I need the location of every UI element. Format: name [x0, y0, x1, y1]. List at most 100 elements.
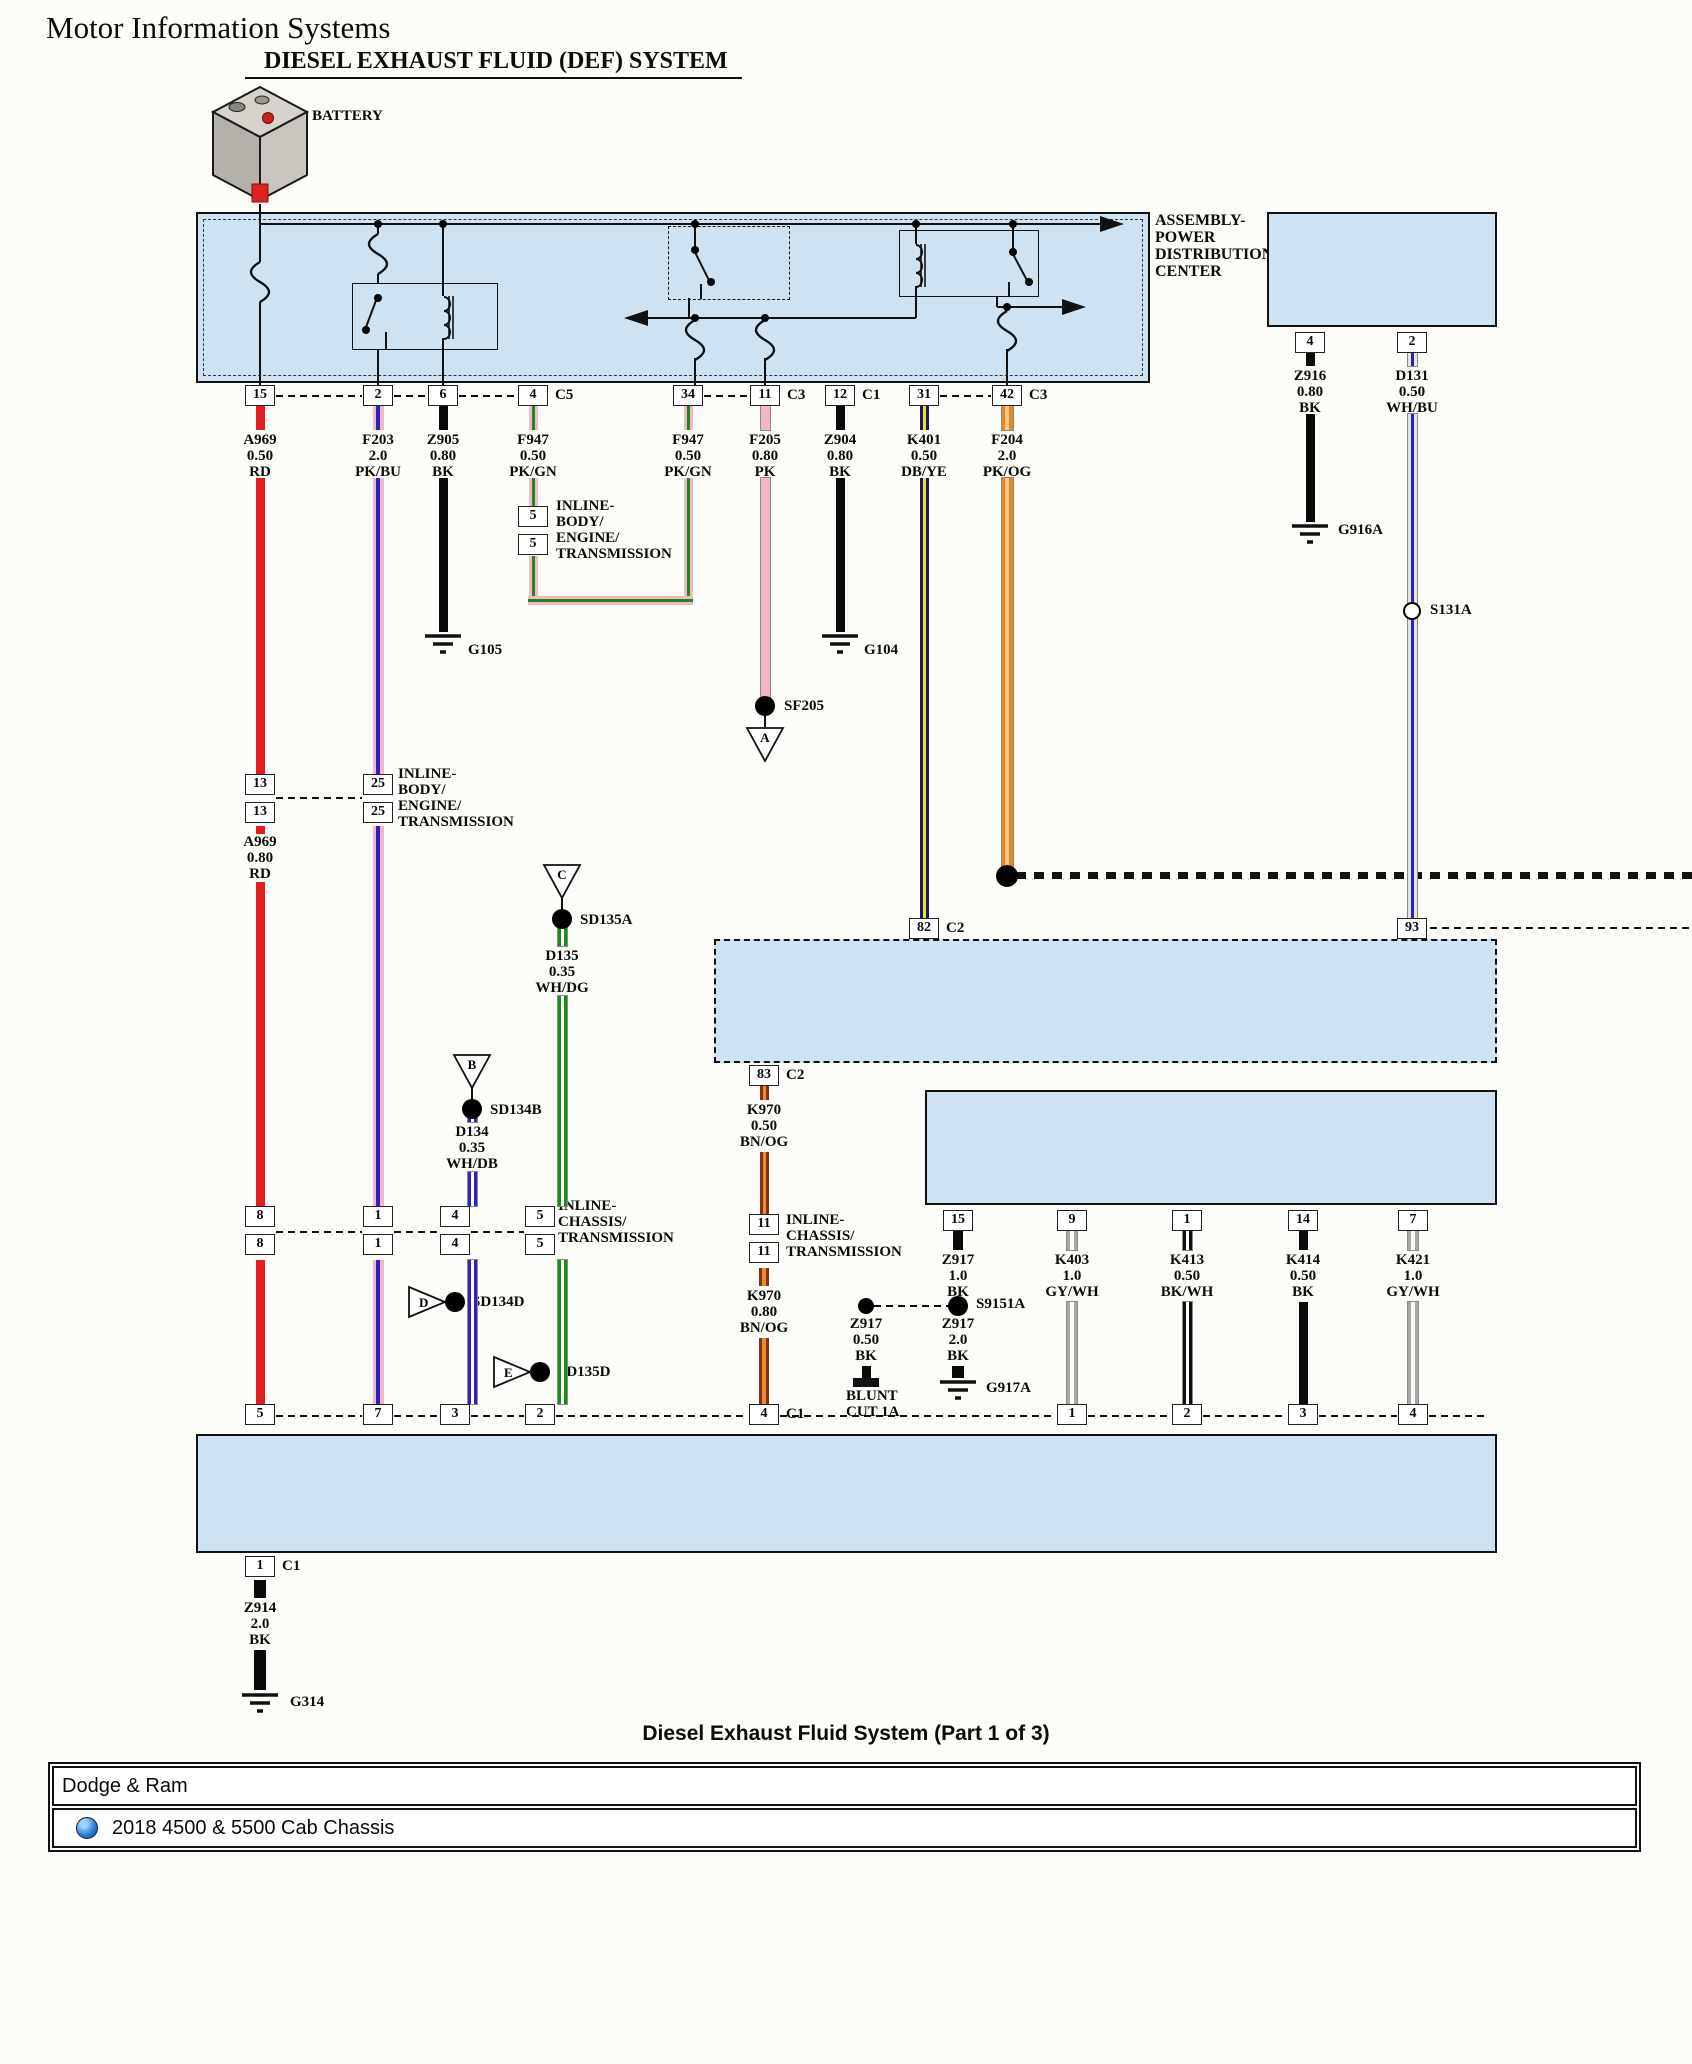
svg-text:D: D — [419, 1295, 428, 1310]
power-distribution-center-box — [196, 212, 1150, 383]
fuse-75-symbol — [684, 318, 706, 362]
g917a-label: G917A — [986, 1380, 1031, 1396]
wire-k970 — [759, 1338, 769, 1404]
wire-a969 — [255, 826, 265, 834]
connector-line — [688, 298, 691, 318]
pin-4: 4 — [440, 1206, 470, 1227]
pin-4: 4 — [518, 385, 548, 406]
pin-93: 93 — [1397, 918, 1427, 939]
wire-k403 — [1067, 1231, 1077, 1250]
connector-dash-line — [940, 395, 991, 397]
wire-k413 — [1182, 1231, 1192, 1250]
connector-line — [377, 224, 380, 234]
connector-line — [561, 898, 564, 911]
connector-line — [377, 274, 380, 283]
relay-scr-heater-coil — [443, 296, 454, 340]
wire-k403 — [1067, 1302, 1077, 1404]
f204-splice — [996, 865, 1018, 887]
junction-dot — [691, 314, 699, 322]
connector-line — [1006, 349, 1009, 385]
wire-label-f203: F203 2.0 PK/BU — [355, 432, 401, 480]
pin-3: 3 — [440, 1404, 470, 1425]
footer-make-text: Dodge & Ram — [62, 1774, 188, 1797]
junction-dot — [1009, 220, 1017, 228]
wire-d131 — [1407, 353, 1417, 366]
arrow-left-bus — [624, 310, 648, 326]
junction-dot — [374, 294, 382, 302]
wire-z904 — [835, 404, 845, 430]
pin-connector-C1: C1 — [786, 1406, 805, 1422]
wire-z917-stub — [861, 1366, 871, 1378]
connector-dash-line — [1203, 1415, 1287, 1417]
connector-line — [996, 296, 999, 307]
wire-z917 — [953, 1231, 963, 1250]
wire-k401 — [919, 478, 929, 918]
wire-k970 — [759, 1086, 769, 1100]
g314-label: G314 — [290, 1694, 325, 1710]
pin-6: 6 — [428, 385, 458, 406]
pin-connector-C2: C2 — [786, 1067, 805, 1083]
arrow-right-bus — [1100, 216, 1124, 232]
footer-row-make[interactable]: Dodge & Ram — [52, 1766, 1637, 1806]
pin-1: 1 — [363, 1206, 393, 1227]
triangle-c: C — [542, 864, 582, 900]
scr-relay1-control-box — [714, 939, 1497, 1063]
pin-connector-C3: C3 — [1029, 387, 1048, 403]
wire-label-k970a: K970 0.50 BN/OG — [739, 1102, 789, 1150]
pin-7: 7 — [363, 1404, 393, 1425]
wire-f947 — [528, 478, 538, 506]
connector-line — [385, 332, 388, 349]
z917-splice — [858, 1298, 874, 1314]
sd134b-label: SD134B — [490, 1102, 542, 1118]
footer-panel: Dodge & Ram 2018 4500 & 5500 Cab Chassis — [48, 1762, 1641, 1852]
wire-f204 — [1001, 404, 1013, 430]
connector-dash-line — [874, 1305, 950, 1307]
wire-label-a969b: A969 0.80 RD — [243, 834, 277, 882]
pin-connector-C1: C1 — [862, 387, 881, 403]
junction-dot — [761, 314, 769, 322]
wire-d135 — [557, 1260, 567, 1404]
triangle-d: D — [408, 1285, 448, 1319]
connector-dash-line — [1429, 1415, 1488, 1417]
wire-label-f205: F205 0.80 PK — [749, 432, 781, 480]
pin-3: 3 — [1288, 1404, 1318, 1425]
junction-dot — [1003, 303, 1011, 311]
connector-line — [1012, 224, 1015, 252]
pin-34: 34 — [673, 385, 703, 406]
junction-dot — [691, 246, 699, 254]
wire-d134 — [467, 1116, 477, 1122]
wire-a969 — [255, 1260, 265, 1404]
wire-f947 — [528, 404, 538, 430]
g314-ground-symbol — [242, 1693, 278, 1713]
wire-d135 — [557, 996, 567, 1206]
wire-label-k403: K403 1.0 GY/WH — [1045, 1252, 1099, 1300]
connector-line — [700, 284, 703, 299]
fuse-61-symbol — [754, 318, 776, 362]
pin-11: 11 — [749, 1242, 779, 1263]
wire-z905 — [438, 404, 448, 430]
pin-13: 13 — [245, 802, 275, 823]
junction-dot — [1009, 248, 1017, 256]
wire-d134 — [467, 1260, 477, 1404]
pin-2: 2 — [1172, 1404, 1202, 1425]
pin-8: 8 — [245, 1206, 275, 1227]
connector-dash-line — [276, 797, 362, 799]
svg-text:C: C — [557, 867, 566, 882]
svg-text:E: E — [504, 1365, 513, 1380]
pin-4: 4 — [1398, 1404, 1428, 1425]
wire-f947 — [528, 556, 538, 605]
connector-dash-line — [459, 395, 517, 397]
wire-k970 — [759, 1152, 769, 1214]
connector-line — [764, 358, 767, 385]
triangle-a: A — [745, 727, 785, 763]
urea-sensor-box — [925, 1090, 1497, 1205]
connector-dash-line — [1088, 1415, 1171, 1417]
fuse-08-symbol — [996, 309, 1018, 353]
connector-dash-line — [394, 1415, 439, 1417]
pin-15: 15 — [245, 385, 275, 406]
pin-5: 5 — [245, 1404, 275, 1425]
relay-scr-heater-box — [352, 283, 498, 350]
footer-row-vehicle[interactable]: 2018 4500 & 5500 Cab Chassis — [52, 1808, 1637, 1848]
pin-1: 1 — [363, 1234, 393, 1255]
splice-continuation-dash — [1016, 872, 1692, 879]
